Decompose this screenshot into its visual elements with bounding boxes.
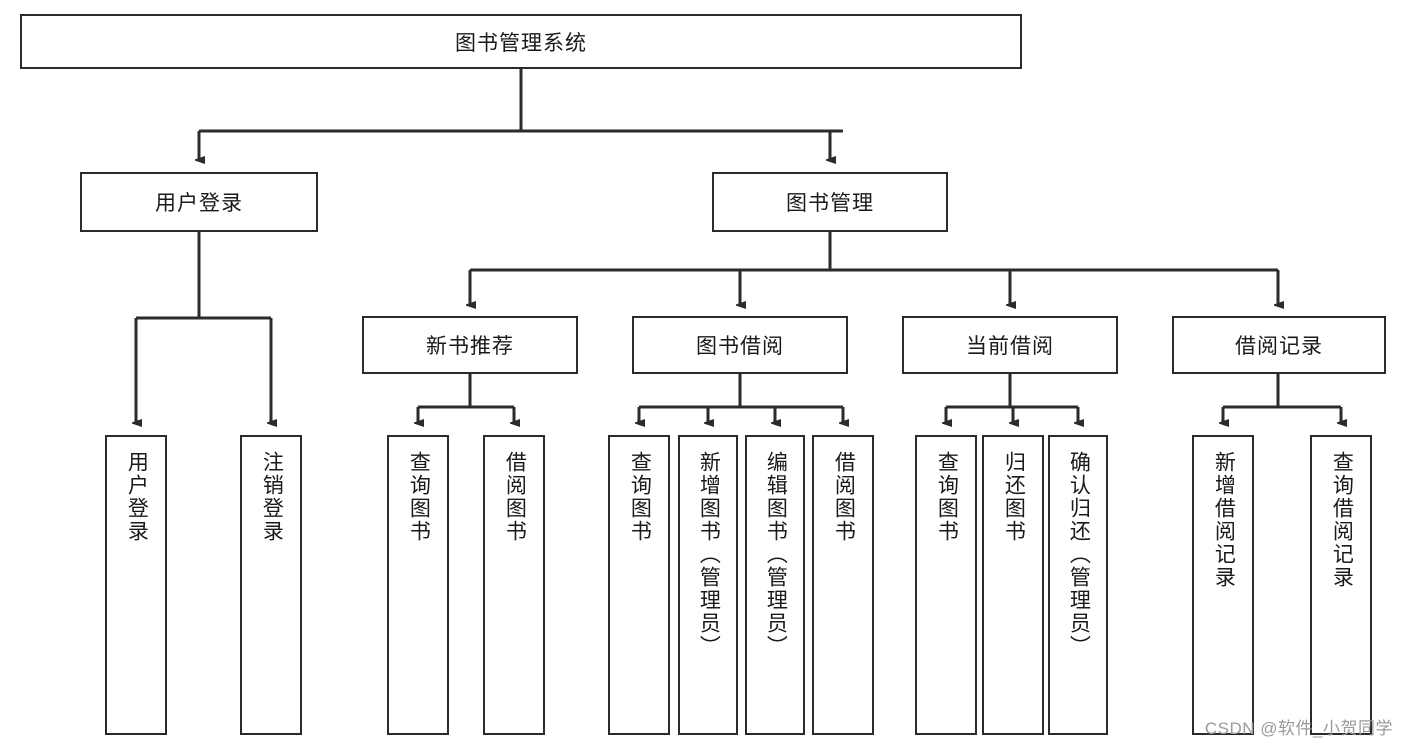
leaf-add-record-label: 新增借阅记录 (1212, 451, 1236, 589)
leaf-query-book-1-label: 查询图书 (407, 451, 431, 543)
leaf-query-book-3[interactable]: 查询图书 (915, 435, 977, 735)
node-book-borrow[interactable]: 图书借阅 (632, 316, 848, 374)
leaf-borrow-book-2[interactable]: 借阅图书 (812, 435, 874, 735)
node-borrow-record[interactable]: 借阅记录 (1172, 316, 1386, 374)
leaf-borrow-book-1-label: 借阅图书 (503, 451, 527, 543)
node-book-manage-label: 图书管理 (786, 192, 874, 215)
leaf-borrow-book-1[interactable]: 借阅图书 (483, 435, 545, 735)
leaf-add-book[interactable]: 新增图书（管理员） (678, 435, 738, 735)
node-current-borrow-label: 当前借阅 (966, 335, 1054, 358)
leaf-add-record[interactable]: 新增借阅记录 (1192, 435, 1254, 735)
leaf-query-record[interactable]: 查询借阅记录 (1310, 435, 1372, 735)
leaf-edit-book-label: 编辑图书（管理员） (764, 451, 788, 658)
leaf-return-book-label: 归还图书 (1002, 451, 1026, 543)
leaf-confirm-return[interactable]: 确认归还（管理员） (1048, 435, 1108, 735)
node-new-book-rec-label: 新书推荐 (426, 335, 514, 358)
node-current-borrow[interactable]: 当前借阅 (902, 316, 1118, 374)
leaf-logout-label: 注销登录 (260, 451, 284, 543)
leaf-add-book-label: 新增图书（管理员） (697, 451, 721, 658)
node-root[interactable]: 图书管理系统 (20, 14, 1022, 69)
node-user-login[interactable]: 用户登录 (80, 172, 318, 232)
node-borrow-record-label: 借阅记录 (1235, 335, 1323, 358)
leaf-query-book-2[interactable]: 查询图书 (608, 435, 670, 735)
leaf-edit-book[interactable]: 编辑图书（管理员） (745, 435, 805, 735)
leaf-query-book-3-label: 查询图书 (935, 451, 959, 543)
leaf-query-book-2-label: 查询图书 (628, 451, 652, 543)
leaf-borrow-book-2-label: 借阅图书 (832, 451, 856, 543)
leaf-logout[interactable]: 注销登录 (240, 435, 302, 735)
leaf-return-book[interactable]: 归还图书 (982, 435, 1044, 735)
node-new-book-rec[interactable]: 新书推荐 (362, 316, 578, 374)
node-book-borrow-label: 图书借阅 (696, 335, 784, 358)
csdn-watermark: CSDN @软件_小贺同学 (1204, 719, 1393, 738)
leaf-user-login[interactable]: 用户登录 (105, 435, 167, 735)
leaf-query-record-label: 查询借阅记录 (1330, 451, 1354, 589)
node-book-manage[interactable]: 图书管理 (712, 172, 948, 232)
node-root-label: 图书管理系统 (455, 31, 587, 55)
leaf-query-book-1[interactable]: 查询图书 (387, 435, 449, 735)
leaf-user-login-label: 用户登录 (125, 451, 149, 543)
leaf-confirm-return-label: 确认归还（管理员） (1067, 451, 1091, 658)
node-user-login-label: 用户登录 (155, 192, 243, 215)
